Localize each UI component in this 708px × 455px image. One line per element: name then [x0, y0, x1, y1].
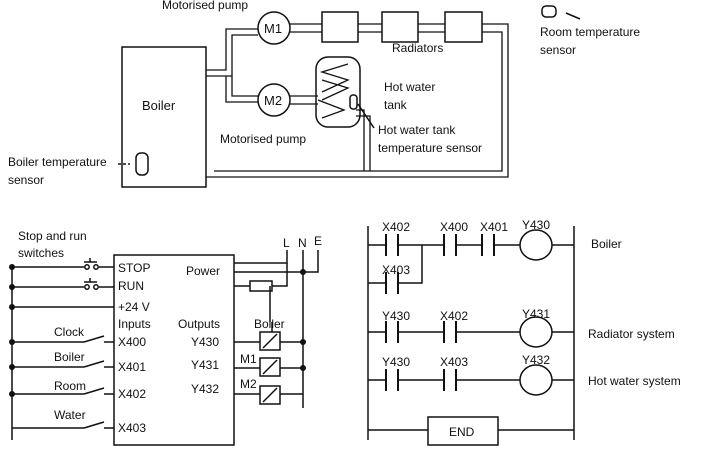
plc-inputs-label: Inputs [118, 317, 151, 331]
room-sensor-leader [565, 12, 581, 20]
plc-power-label: Power [186, 264, 220, 278]
pump-m1-label: M1 [264, 21, 282, 36]
ladder-diagram: X402 X400 X401 Y430 Boiler X403 Y430 X40… [367, 218, 681, 446]
r2-coil: Y431 [522, 307, 550, 321]
plc-wiring: Stop and run switches STOP RUN +24 V Inp… [9, 229, 322, 446]
r2-contact-1: Y430 [382, 309, 410, 323]
pump-m2-caption: Motorised pump [220, 132, 306, 146]
output-2-addr: Y432 [191, 382, 219, 396]
output-boiler-label: Boiler [254, 317, 285, 331]
output-1-addr: Y431 [191, 358, 219, 372]
input-2-label: Room [54, 379, 86, 393]
r1-label: Boiler [591, 237, 622, 251]
plc-24v-label: +24 V [118, 300, 150, 314]
r1-branch-contact: X403 [382, 263, 410, 277]
relay-m1-icon [259, 357, 281, 377]
input-0-label: Clock [54, 325, 85, 339]
relay-m2-icon [259, 385, 281, 405]
r1-contact-2: X400 [440, 220, 468, 234]
r1-contact-1: X402 [382, 220, 410, 234]
r1-coil: Y430 [522, 218, 550, 232]
input-2-addr: X402 [118, 387, 146, 401]
boiler-sensor-label-1: Boiler temperature [8, 155, 107, 169]
radiators-label: Radiators [392, 41, 443, 55]
input-3-addr: X403 [118, 421, 146, 435]
end-box [427, 416, 499, 446]
tank-coil [319, 63, 350, 93]
rung-boiler [368, 229, 574, 294]
pump-m2-icon [257, 83, 291, 117]
boiler-sensor-label-2: sensor [8, 173, 44, 187]
switches-label-1: Stop and run [18, 229, 87, 243]
input-3-label: Water [54, 408, 86, 422]
plc-box [113, 254, 235, 446]
r2-label: Radiator system [588, 327, 675, 341]
radiator-1 [321, 11, 359, 43]
pump-m1-caption: Motorised pump [162, 0, 248, 12]
mains-n: N [298, 236, 307, 250]
output-relays [234, 286, 306, 405]
input-0-addr: X400 [118, 335, 146, 349]
radiator-3 [444, 11, 483, 43]
tank-sensor-label-1: Hot water tank [378, 123, 456, 137]
end-label: END [449, 425, 475, 439]
input-1-label: Boiler [54, 350, 85, 364]
input-switches [9, 335, 114, 429]
hot-water-tank-icon [315, 56, 361, 128]
relay-boiler-icon [259, 331, 281, 351]
switches-label-2: switches [18, 246, 64, 260]
room-sensor-icon [541, 5, 557, 18]
r3-label: Hot water system [588, 374, 681, 388]
plc-outputs-label: Outputs [178, 317, 220, 331]
tank-sensor-label-2: temperature sensor [378, 141, 482, 155]
output-m2-label: M2 [240, 377, 257, 391]
output-0-addr: Y430 [191, 335, 219, 349]
room-sensor-label-1: Room temperature [540, 25, 640, 39]
boiler-label: Boiler [142, 98, 176, 113]
tank-sensor-icon [349, 94, 358, 110]
boiler-box [121, 46, 207, 188]
output-m1-label: M1 [240, 352, 257, 366]
fuse-icon [249, 280, 273, 292]
r2-contact-2: X402 [440, 309, 468, 323]
r3-coil: Y432 [522, 353, 550, 367]
tank-sensor-leader [357, 103, 375, 129]
boiler-sensor-icon [135, 152, 149, 176]
r3-contact-1: Y430 [382, 355, 410, 369]
pump-m1-icon [257, 11, 291, 45]
room-sensor-label-2: sensor [540, 43, 576, 57]
mains-l: L [283, 236, 290, 250]
input-1-addr: X401 [118, 360, 146, 374]
mains-e: E [314, 234, 322, 248]
pipework [206, 23, 509, 178]
heating-system: Boiler Boiler temperature sensor [8, 0, 640, 188]
plc-stop-label: STOP [118, 261, 150, 275]
rung-hot-water [368, 364, 574, 396]
pump-m2-label: M2 [264, 93, 282, 108]
radiator-2 [381, 11, 419, 43]
tank-label-2: tank [384, 98, 408, 112]
plc-run-label: RUN [118, 279, 144, 293]
r3-contact-2: X403 [440, 355, 468, 369]
r1-contact-3: X401 [480, 220, 508, 234]
rung-radiator [368, 316, 574, 348]
tank-label-1: Hot water [384, 80, 435, 94]
